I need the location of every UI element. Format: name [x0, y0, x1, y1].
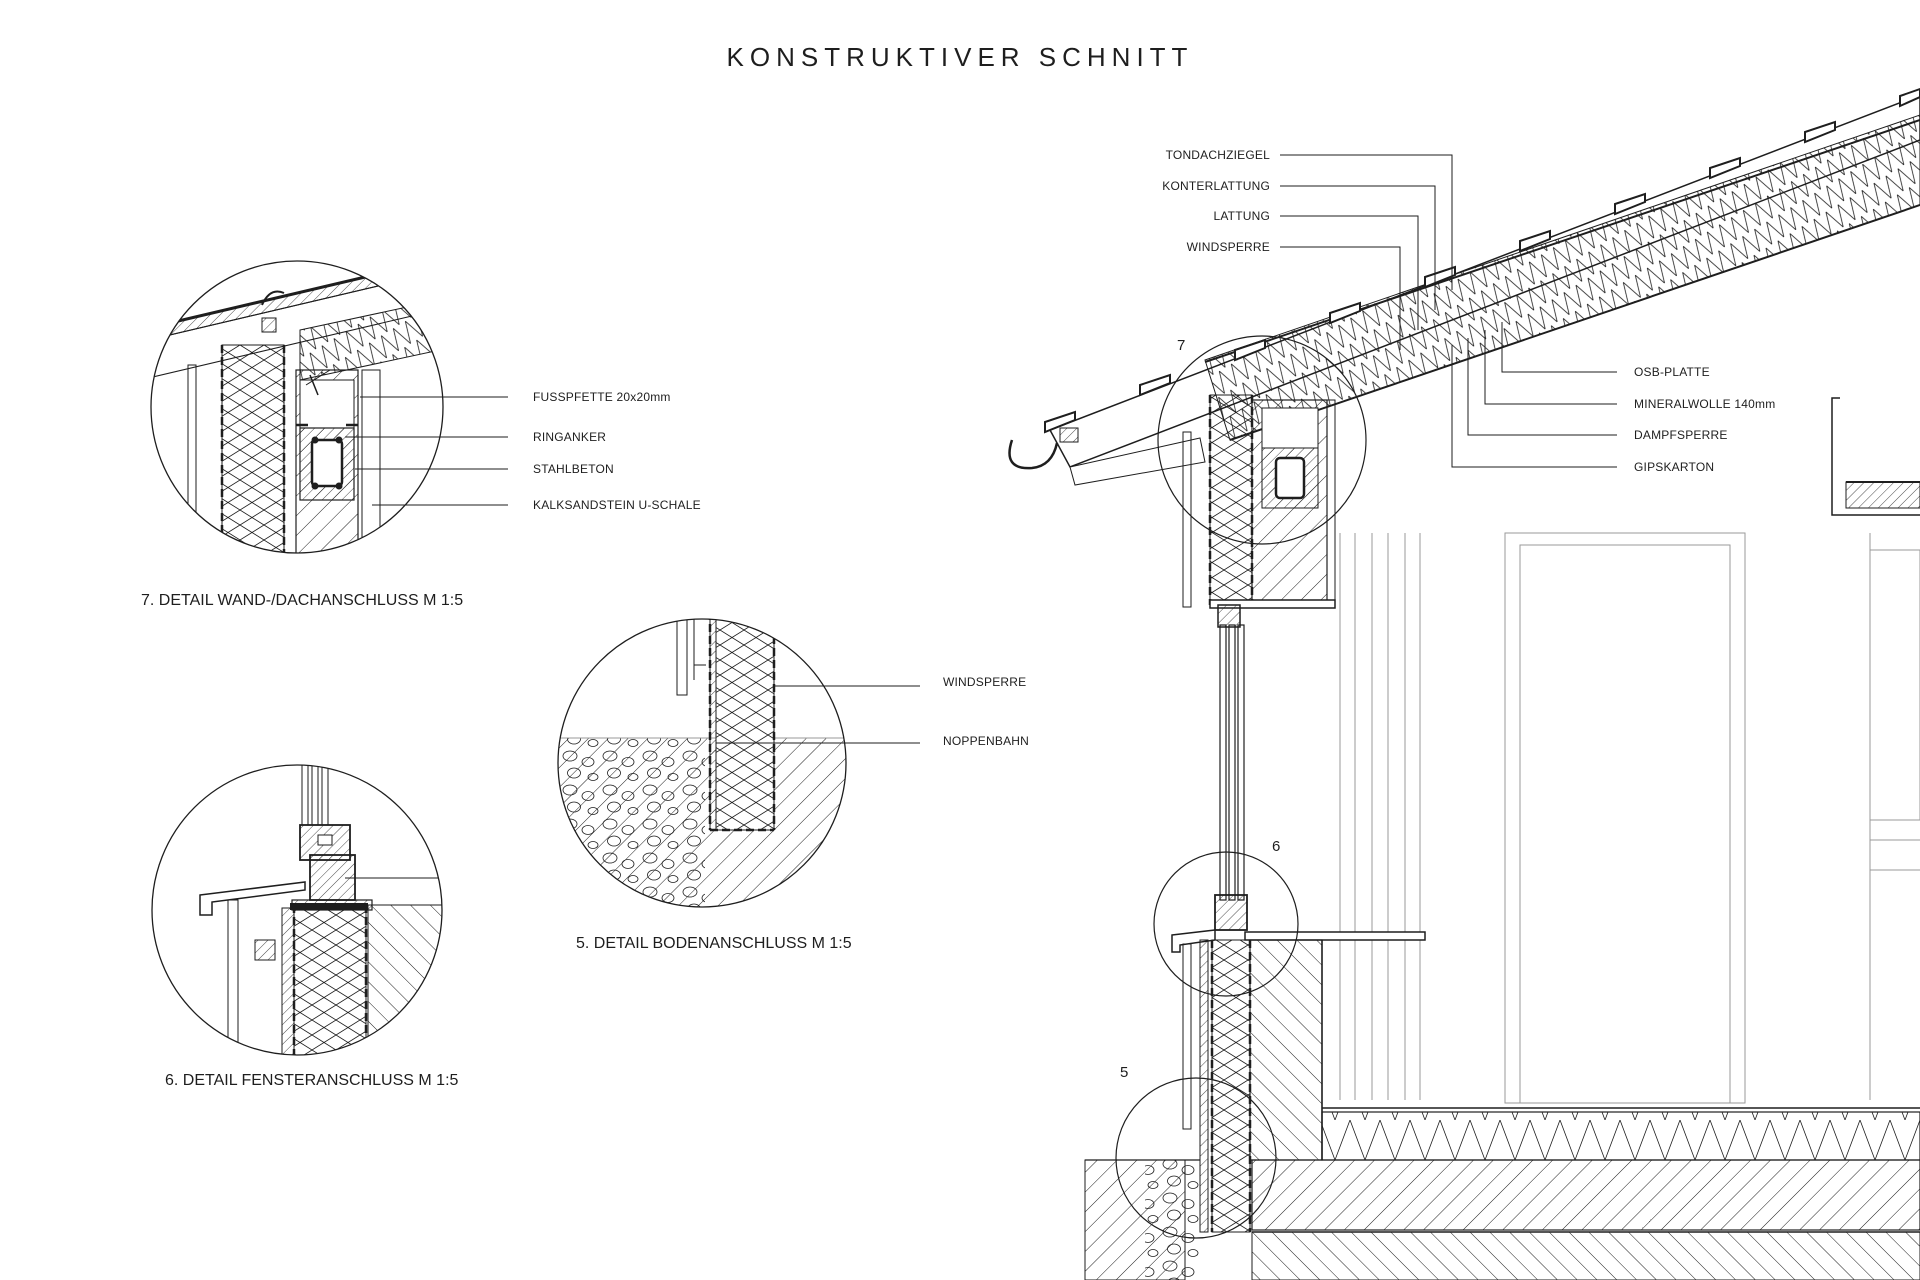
detail-5-floor-junction: WINDSPERRE NOPPENBAHN 5. DETAIL BODENANS…	[557, 618, 1029, 952]
roof-label-right-3: DAMPFSPERRE	[1634, 428, 1728, 442]
detail-7-caption: 7. DETAIL WAND-/DACHANSCHLUSS M 1:5	[141, 592, 463, 609]
detail-7-wall-roof-junction: FUSSPFETTE 20x20mm RINGANKER STAHLBETON …	[141, 260, 701, 609]
roof-leaders-right	[1451, 322, 1617, 468]
wall-upper	[1182, 394, 1336, 628]
marker-5: 5	[1120, 1064, 1128, 1081]
window-section	[1171, 624, 1426, 953]
detail-6-caption: 6. DETAIL FENSTERANSCHLUSS M 1:5	[165, 1072, 459, 1089]
marker-6: 6	[1272, 838, 1280, 855]
detail-7-label-4: KALKSANDSTEIN U-SCHALE	[533, 498, 701, 512]
roof-label-left-4: WINDSPERRE	[1187, 240, 1270, 254]
page-title: KONSTRUKTIVER SCHNITT	[727, 42, 1194, 72]
marker-circle-6	[1153, 851, 1299, 997]
detail-5-label-1: WINDSPERRE	[943, 675, 1026, 689]
detail-6-window-junction: 6. DETAIL FENSTERANSCHLUSS M 1:5	[151, 764, 459, 1089]
upper-shelf	[1831, 397, 1920, 516]
detail-7-label-1: FUSSPFETTE 20x20mm	[533, 390, 671, 404]
roof-assembly	[1008, 87, 1920, 486]
main-section-drawing: 7 6 5 TONDACHZIEGEL KONTERLATTUNG LATTUN…	[1008, 87, 1920, 1280]
roof-label-right-2: MINERALWOLLE 140mm	[1634, 397, 1775, 411]
roof-label-right-4: GIPSKARTON	[1634, 460, 1714, 474]
roof-label-left-1: TONDACHZIEGEL	[1166, 148, 1271, 162]
interior-elevation	[1339, 532, 1920, 1104]
roof-label-left-2: KONTERLATTUNG	[1162, 179, 1270, 193]
roof-leaders-left	[1280, 154, 1453, 350]
roof-tiles	[1044, 87, 1920, 434]
marker-circle-5	[1115, 1077, 1277, 1239]
detail-7-label-3: STAHLBETON	[533, 462, 614, 476]
detail-5-label-2: NOPPENBAHN	[943, 734, 1029, 748]
marker-7: 7	[1177, 337, 1185, 354]
marker-circle-7	[1157, 335, 1367, 545]
detail-5-caption: 5. DETAIL BODENANSCHLUSS M 1:5	[576, 935, 852, 952]
detail-7-label-2: RINGANKER	[533, 430, 606, 444]
floor-and-ground	[1084, 1107, 1920, 1280]
gutter	[1008, 439, 1059, 470]
roof-label-right-1: OSB-PLATTE	[1634, 365, 1710, 379]
roof-label-left-3: LATTUNG	[1213, 209, 1270, 223]
